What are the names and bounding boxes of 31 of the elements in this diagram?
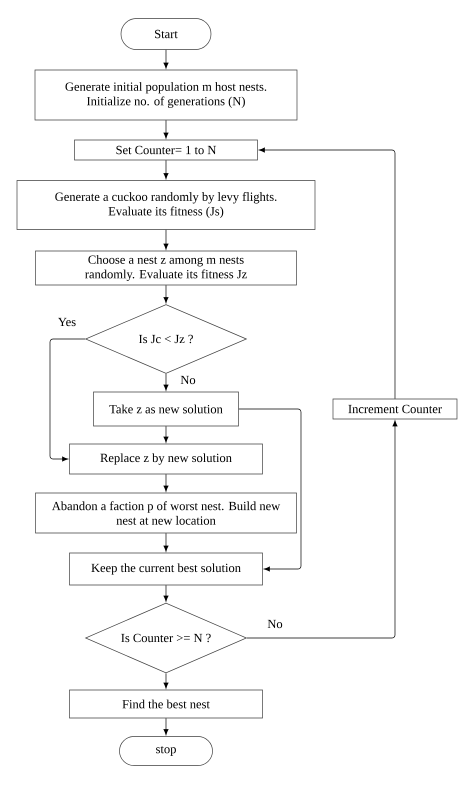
process-box: Take z as new solution xyxy=(93,392,239,426)
arrow xyxy=(164,585,168,602)
process-box: Find the best nest xyxy=(69,690,263,718)
arrow xyxy=(164,160,168,180)
arrow xyxy=(258,148,396,399)
arrow xyxy=(238,408,302,572)
process-box: Choose a nest z among m nests randomly. Evaluate its fitness Jz xyxy=(35,250,297,286)
arrow xyxy=(164,120,168,139)
process-box: Increment Counter xyxy=(332,398,458,420)
arrow xyxy=(164,673,168,689)
arrow xyxy=(246,420,398,638)
arrow xyxy=(164,474,168,492)
arrow xyxy=(164,230,168,250)
arrow xyxy=(164,285,168,304)
process-box: Set Counter= 1 to N xyxy=(74,140,258,160)
process-box: Replace z by new solution xyxy=(69,444,263,474)
process-box: Generate a cuckoo randomly by levy flights. Evaluate its fitness (Js) xyxy=(16,180,316,230)
arrow xyxy=(50,338,86,462)
edge-label: Yes xyxy=(56,316,78,328)
edge-label: No xyxy=(266,618,284,630)
process-box: Generate initial population m host nests. Initialize no. of generations (N) xyxy=(34,70,298,120)
process-box: Keep the current best solution xyxy=(69,552,263,586)
arrow xyxy=(164,50,168,69)
arrow xyxy=(164,426,168,443)
edge-label: No xyxy=(179,374,197,386)
arrow xyxy=(164,533,168,552)
arrow xyxy=(164,718,168,736)
process-box: Abandon a faction p of worst nest. Build new nest at new location xyxy=(35,492,297,534)
terminal-box: Start xyxy=(120,18,212,50)
arrow xyxy=(164,374,168,391)
terminal-box: stop xyxy=(119,736,213,766)
